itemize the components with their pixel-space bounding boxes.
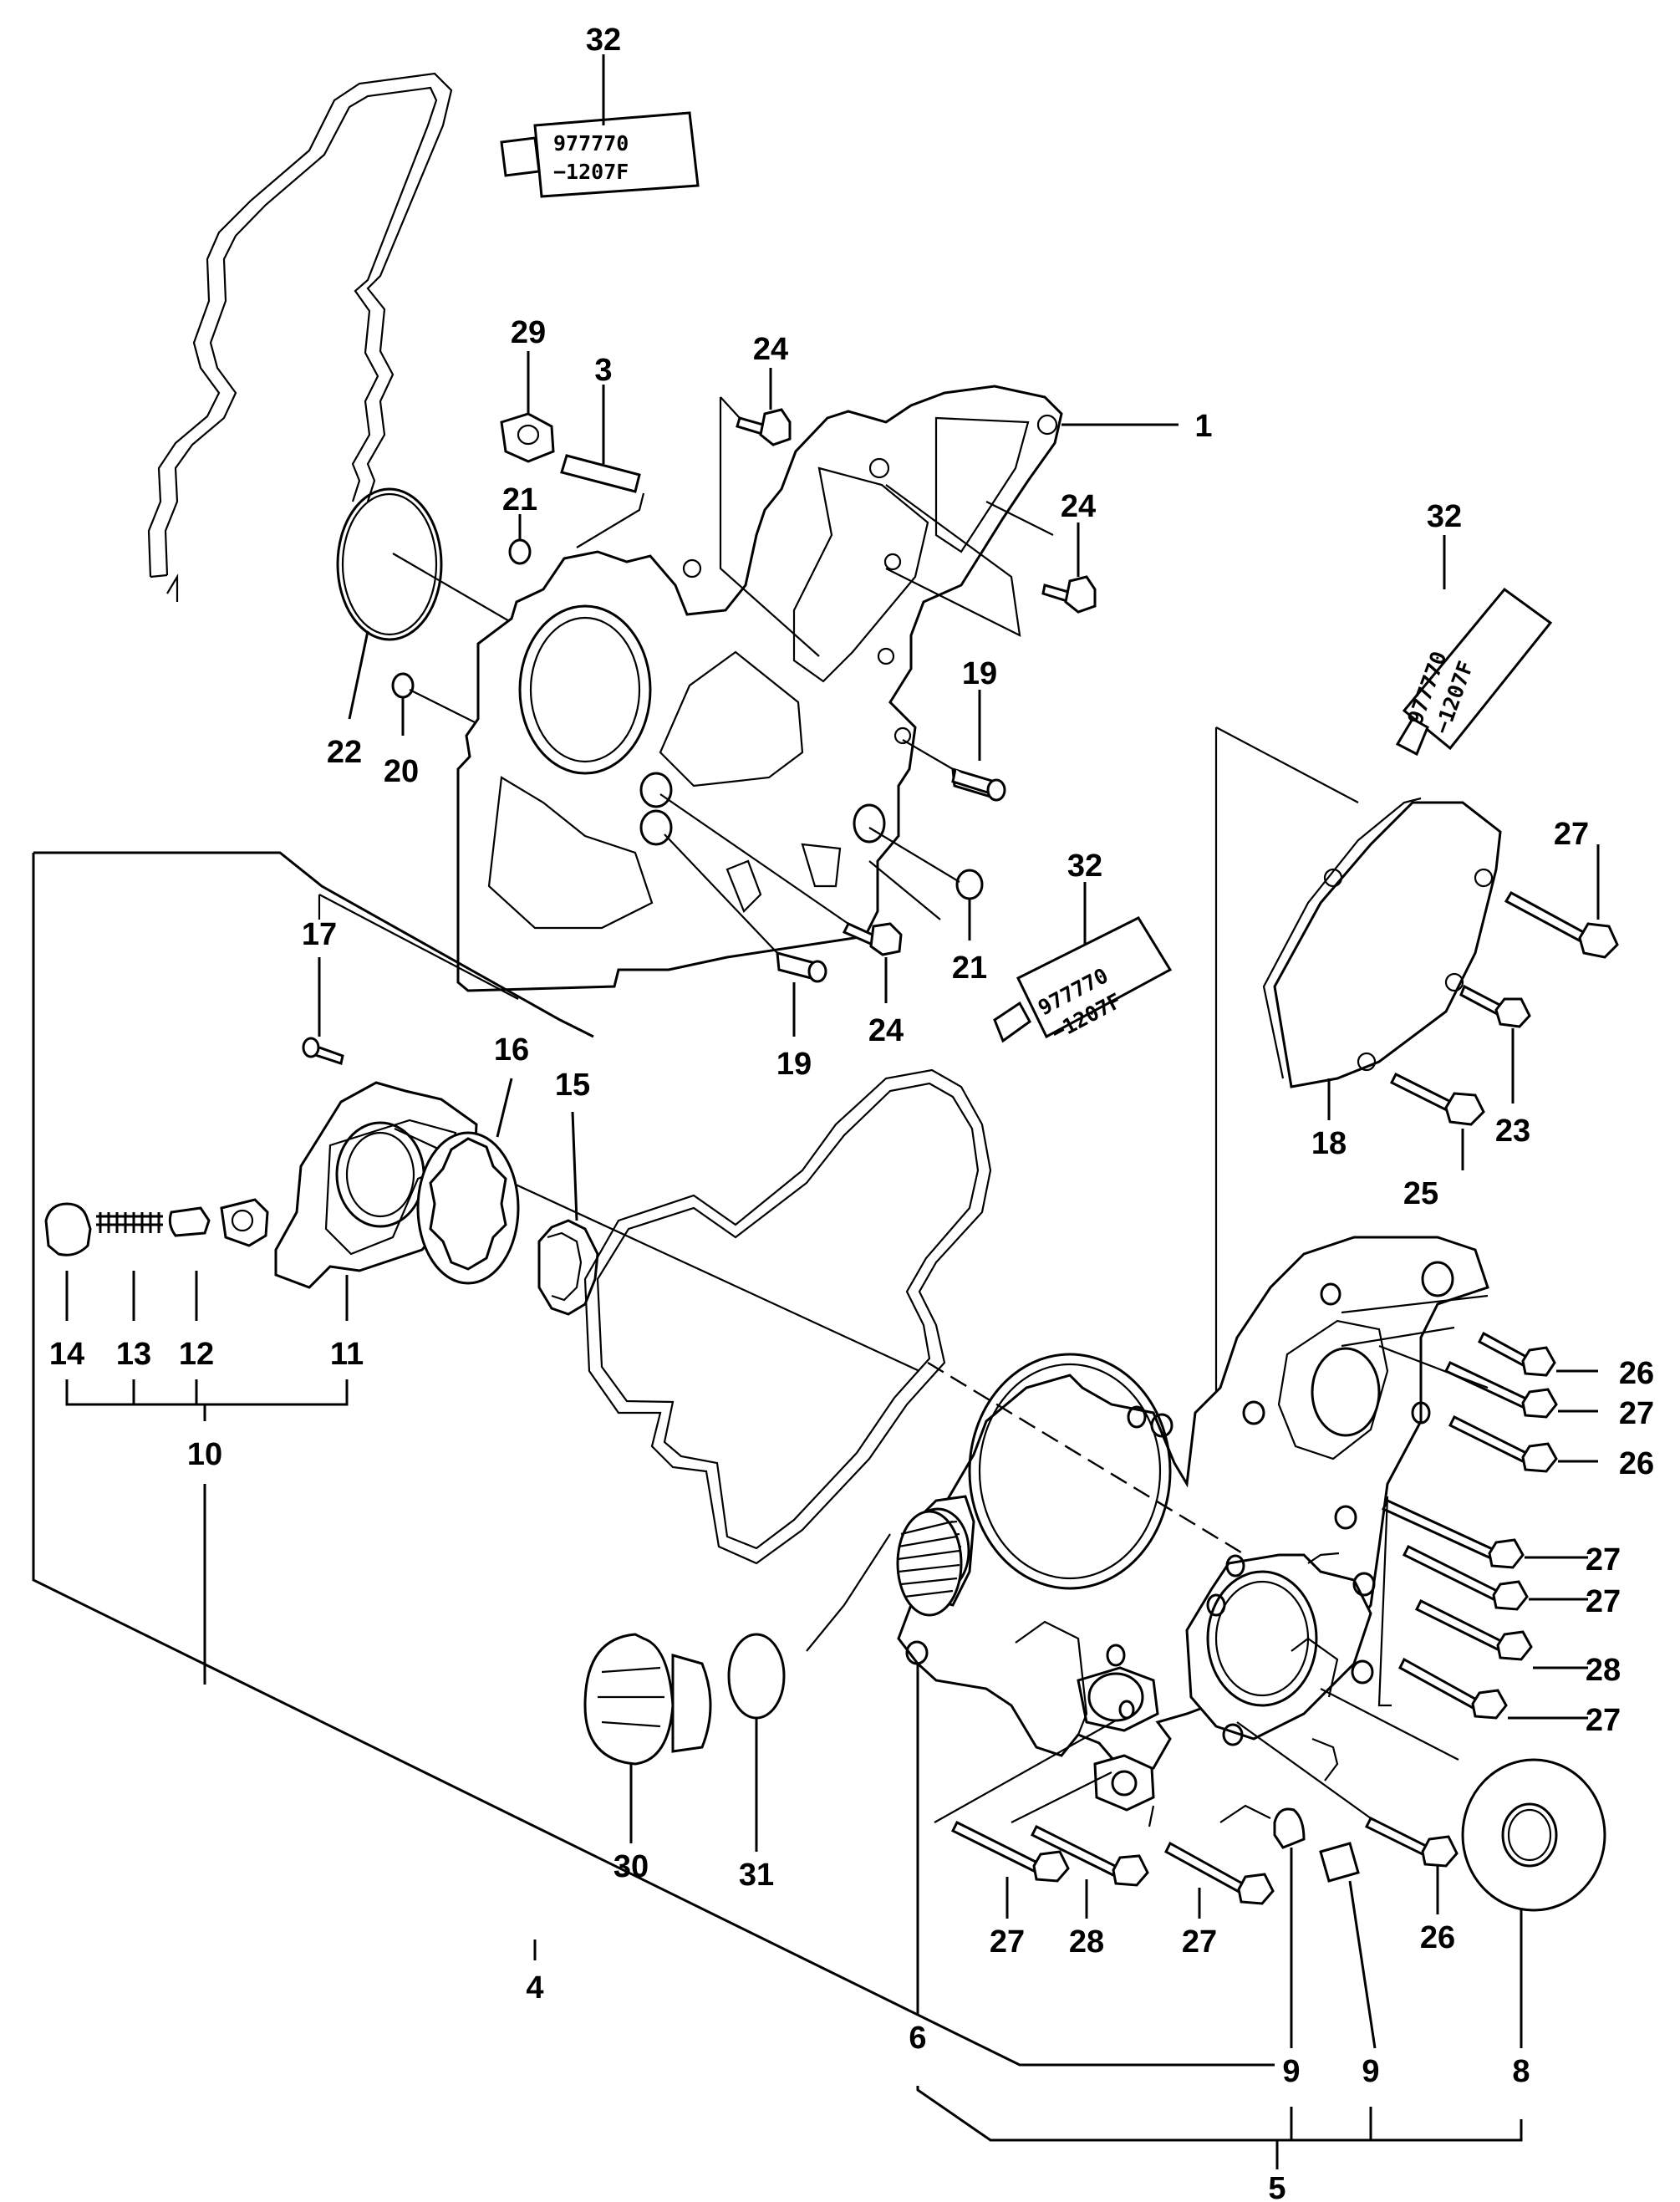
sealant-tube-top: 977770 −1207F [500, 54, 700, 198]
label-28-right: 28 [1586, 1653, 1621, 1688]
tube-top-line2: −1207F [553, 160, 629, 184]
sealant-tube-right: 977770 −1207F [1395, 535, 1553, 757]
cap-30 [583, 1633, 712, 1843]
label-25: 25 [1403, 1176, 1438, 1211]
label-19-lower: 19 [776, 1047, 812, 1082]
part-labels: 32 29 3 24 1 21 24 32 22 20 19 32 27 17 … [49, 23, 1654, 2202]
inner-rotor-15 [537, 1111, 599, 1316]
label-28-bottom: 28 [1069, 1924, 1104, 1960]
label-4: 4 [526, 1970, 543, 2006]
label-21-right: 21 [952, 951, 987, 986]
label-32-right: 32 [1427, 499, 1462, 534]
bolt-24-top [719, 368, 820, 657]
oil-seal-left [806, 1510, 963, 1652]
oil-seal-8 [1320, 1688, 1606, 2048]
label-16: 16 [494, 1032, 529, 1068]
label-32-top: 32 [586, 23, 621, 58]
label-10: 10 [187, 1437, 222, 1472]
label-12: 12 [179, 1337, 214, 1372]
label-18: 18 [1311, 1126, 1347, 1161]
label-17: 17 [302, 917, 337, 952]
label-24-top: 24 [753, 332, 788, 367]
axis-dashed [927, 1361, 1246, 1557]
label-11: 11 [330, 1337, 364, 1372]
label-9-a: 9 [1282, 2054, 1300, 2089]
label-5: 5 [1268, 2171, 1285, 2202]
label-27-e: 27 [1586, 1703, 1621, 1738]
pin-19-lower [664, 833, 827, 1037]
o-ring-21-right [868, 827, 984, 940]
gasket-large [583, 1068, 992, 1565]
bolt-24-right [885, 484, 1097, 637]
label-27-g: 27 [1182, 1924, 1217, 1960]
label-15: 15 [555, 1068, 590, 1103]
nut-29 [500, 351, 555, 463]
label-24-right: 24 [1061, 489, 1096, 524]
label-13: 13 [116, 1337, 151, 1372]
bolts-right-column [1307, 1294, 1598, 1720]
o-ring-22 [336, 487, 527, 720]
stud-3 [560, 385, 645, 548]
o-ring-31 [727, 1633, 786, 1852]
label-26-c: 26 [1420, 1920, 1455, 1955]
pin-19-right [902, 690, 1006, 802]
bolt-23 [1459, 984, 1531, 1104]
label-27-f: 27 [990, 1924, 1025, 1960]
cover-plate-18 [1214, 726, 1502, 1505]
plugs-9 [1219, 1737, 1377, 2049]
label-22: 22 [327, 735, 362, 770]
label-19-right: 19 [962, 656, 997, 691]
relief-valve-parts [44, 1198, 349, 1685]
label-14: 14 [49, 1337, 84, 1372]
label-6: 6 [909, 2021, 926, 2056]
screw-17 [302, 894, 519, 1065]
gear-case-1 [456, 385, 1179, 992]
bracket-4-10 [32, 851, 1275, 2067]
label-23: 23 [1495, 1114, 1530, 1149]
label-21-top: 21 [502, 482, 537, 517]
liquid-gasket-outline-top [147, 72, 453, 602]
label-32-middle: 32 [1067, 849, 1102, 884]
bracket-5 [916, 2086, 1523, 2169]
label-9-b: 9 [1362, 2054, 1379, 2089]
label-31: 31 [739, 1858, 774, 1893]
label-30: 30 [613, 1849, 649, 1884]
leader-line [1378, 1344, 1489, 1389]
bolt-27-cover [1504, 844, 1619, 959]
label-8: 8 [1512, 2054, 1530, 2089]
bolts-bottom-row [934, 1720, 1459, 1919]
leader-line [868, 860, 941, 920]
sealant-tube-middle: 977770 −1207F [993, 882, 1173, 1045]
o-ring-21-top [508, 514, 532, 565]
tube-top-line1: 977770 [553, 131, 629, 155]
label-27-c: 27 [1586, 1542, 1621, 1578]
label-26-b: 26 [1619, 1446, 1654, 1481]
outer-rotor-16 [416, 1078, 520, 1285]
label-1: 1 [1194, 409, 1212, 444]
pump-cover-11 [274, 1081, 920, 1372]
bolt-24-lower [659, 793, 903, 1003]
label-24-lower: 24 [868, 1013, 904, 1048]
bolt-25 [1389, 1072, 1485, 1170]
label-27-cover: 27 [1554, 817, 1589, 852]
label-29: 29 [511, 315, 546, 350]
label-27-d: 27 [1586, 1584, 1621, 1619]
label-3: 3 [594, 353, 612, 388]
label-27-b: 27 [1619, 1396, 1654, 1431]
label-20: 20 [384, 754, 419, 789]
label-26-a: 26 [1619, 1356, 1654, 1391]
